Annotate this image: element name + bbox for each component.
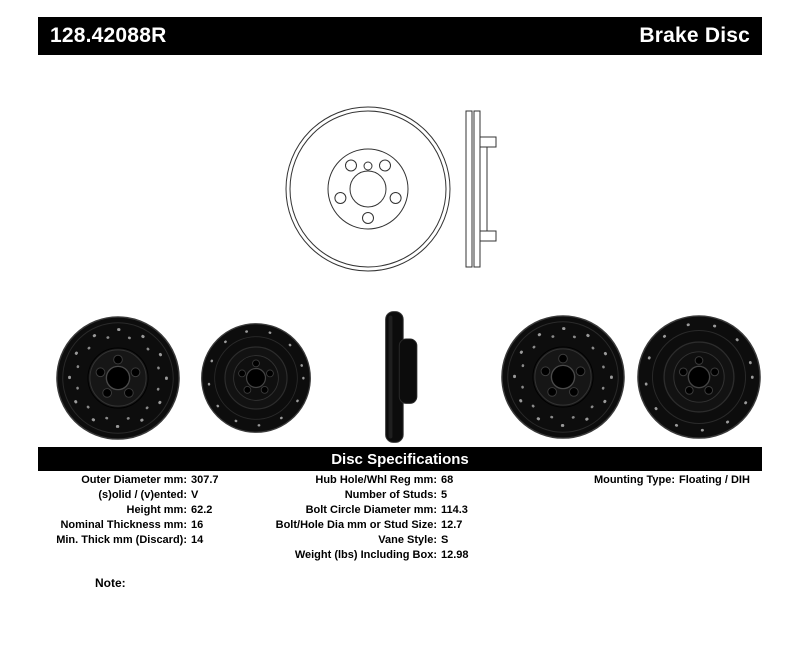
spec-value: 5 — [441, 489, 448, 501]
header-bar: 128.42088R Brake Disc — [38, 17, 762, 55]
spec-label: Height mm: — [126, 504, 188, 516]
spec-row: Weight (lbs) Including Box: 12.98 — [252, 548, 512, 563]
spec-value: 12.98 — [441, 549, 469, 561]
rotor-photo-back-2 — [636, 312, 762, 442]
spec-label: Nominal Thickness mm: — [60, 519, 187, 531]
spec-label: Weight (lbs) Including Box: — [294, 549, 437, 561]
spec-row: Number of Studs: 5 — [252, 488, 512, 503]
product-type-title: Brake Disc — [639, 24, 750, 47]
rotor-photo-front-angled — [55, 314, 181, 442]
specs-column-right: Mounting Type: Floating / DIH — [575, 473, 785, 488]
spec-row: Outer Diameter mm: 307.7 — [40, 473, 270, 488]
spec-label: Bolt Circle Diameter mm: — [305, 504, 437, 516]
spec-row: Vane Style: S — [252, 533, 512, 548]
specs-section-header: Disc Specifications — [38, 447, 762, 471]
spec-label: Outer Diameter mm: — [81, 474, 187, 486]
spec-value: 307.7 — [191, 474, 219, 486]
specs-column-left: Outer Diameter mm: 307.7 (s)olid / (v)en… — [40, 473, 270, 548]
specs-column-middle: Hub Hole/Whl Reg mm: 68 Number of Studs:… — [252, 473, 512, 563]
rotor-photo-side — [370, 306, 452, 448]
spec-value: Floating / DIH — [679, 474, 750, 486]
spec-row: Bolt Circle Diameter mm: 114.3 — [252, 503, 512, 518]
spec-value: 16 — [191, 519, 204, 531]
spec-value: 14 — [191, 534, 204, 546]
spec-label: Bolt/Hole Dia mm or Stud Size: — [275, 519, 437, 531]
rotor-photo-front — [500, 312, 626, 442]
spec-label: Vane Style: — [378, 534, 437, 546]
spec-row: Bolt/Hole Dia mm or Stud Size: 12.7 — [252, 518, 512, 533]
spec-row: (s)olid / (v)ented: V — [40, 488, 270, 503]
spec-label: Number of Studs: — [344, 489, 437, 501]
spec-row: Mounting Type: Floating / DIH — [575, 473, 785, 488]
spec-value: 12.7 — [441, 519, 463, 531]
note-label: Note: — [95, 576, 126, 590]
spec-value: 68 — [441, 474, 454, 486]
specs-title: Disc Specifications — [331, 450, 469, 468]
spec-row: Min. Thick mm (Discard): 14 — [40, 533, 270, 548]
spec-row: Hub Hole/Whl Reg mm: 68 — [252, 473, 512, 488]
spec-label: (s)olid / (v)ented: — [98, 489, 187, 501]
spec-value: V — [191, 489, 199, 501]
spec-row: Height mm: 62.2 — [40, 503, 270, 518]
spec-value: S — [441, 534, 449, 546]
spec-row: Nominal Thickness mm: 16 — [40, 518, 270, 533]
spec-value: 114.3 — [441, 504, 468, 516]
spec-label: Mounting Type: — [593, 474, 675, 486]
spec-value: 62.2 — [191, 504, 213, 516]
rotor-photo-back — [200, 320, 312, 436]
spec-label: Hub Hole/Whl Reg mm: — [315, 474, 437, 486]
spec-label: Min. Thick mm (Discard): — [56, 534, 187, 546]
technical-drawing — [285, 106, 497, 272]
part-number: 128.42088R — [50, 24, 167, 47]
